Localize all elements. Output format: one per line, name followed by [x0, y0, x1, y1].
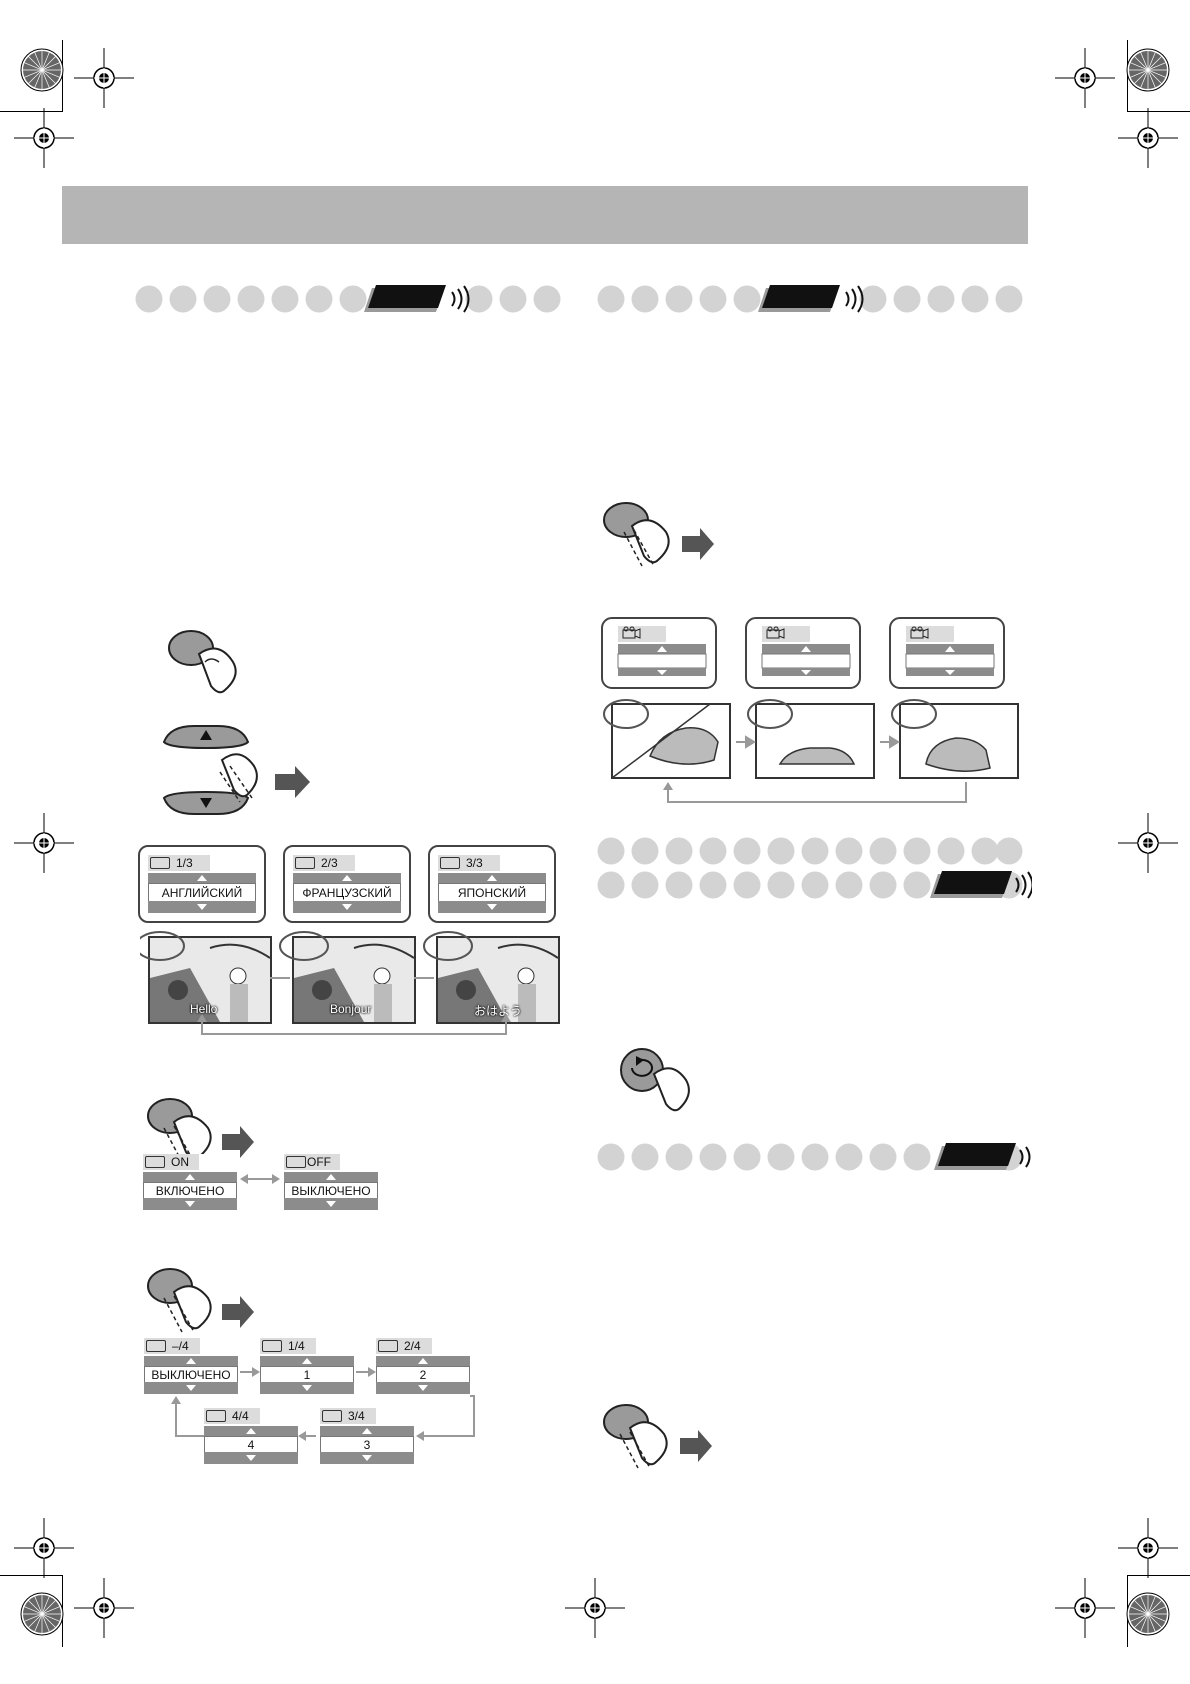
osd-panel: 1/3 АНГЛИЙСКИЙ	[148, 855, 256, 913]
osd-counter: 2/4	[376, 1338, 432, 1354]
subtitle-icon	[322, 1409, 342, 1422]
press-button-icon-right	[603, 502, 714, 567]
section-bar-right-top	[597, 285, 1023, 313]
section-bar-left-top	[135, 285, 561, 313]
camera-icon	[622, 626, 641, 639]
osd-bubble-3: 3/3 ЯПОНСКИЙ	[428, 845, 556, 923]
subtitle-icon	[262, 1339, 282, 1352]
subtitle-icon	[440, 856, 460, 869]
osd-counter: 3/4	[320, 1408, 376, 1424]
osd-panel: 3/3 ЯПОНСКИЙ	[438, 855, 546, 913]
camera-icon	[766, 626, 785, 639]
osd-language: ФРАНЦУЗСКИЙ	[293, 883, 401, 903]
angle-diagram	[601, 617, 1019, 803]
osd-bubble-2: 2/3 ФРАНЦУЗСКИЙ	[283, 845, 411, 923]
osd-language: АНГЛИЙСКИЙ	[148, 883, 256, 903]
scene-image-1: Hello	[148, 936, 272, 1024]
osd-subtitle-off: OFF ВЫКЛЮЧЕНО	[284, 1154, 378, 1210]
osd-counter: 1/4	[260, 1338, 316, 1354]
subtitle-icon	[146, 1339, 166, 1352]
press-button-icon-lower2	[147, 1268, 254, 1333]
remote-icon	[930, 871, 1032, 899]
scene-image-2: Bonjour	[292, 936, 416, 1024]
osd-counter: 3/3	[438, 855, 500, 871]
press-button-icon-bottom	[603, 1404, 712, 1469]
subtitle-icon	[295, 856, 315, 869]
osd-cycle-1: 1/4 1	[260, 1338, 354, 1394]
subtitle-icon	[286, 1155, 306, 1168]
header-bar	[62, 186, 1028, 244]
camera-icon	[910, 626, 929, 639]
osd-value: ВЫКЛЮЧЕНО	[284, 1182, 378, 1200]
osd-counter: ON	[143, 1154, 199, 1170]
remote-icon	[934, 1143, 1031, 1170]
remote-icon	[758, 285, 864, 313]
subtitle-caption: おはよう	[474, 1004, 523, 1018]
osd-cycle-off: –/4 ВЫКЛЮЧЕНО	[144, 1338, 238, 1394]
osd-cycle-3: 3/4 3	[320, 1408, 414, 1464]
press-button-icon-lower	[147, 1098, 254, 1163]
return-button-icon	[620, 1048, 690, 1112]
section-bar-right-lower	[597, 1143, 1031, 1171]
subtitle-caption: Bonjour	[330, 1002, 372, 1016]
press-button-icon	[168, 630, 237, 694]
subtitle-icon	[206, 1409, 226, 1422]
scene-image-3: おはよう	[436, 936, 560, 1024]
osd-counter: 2/3	[293, 855, 355, 871]
up-down-buttons-icon	[162, 725, 310, 815]
osd-cycle-4: 4/4 4	[204, 1408, 298, 1464]
osd-counter: –/4	[144, 1338, 200, 1354]
osd-panel: 2/3 ФРАНЦУЗСКИЙ	[293, 855, 401, 913]
section-bar-right-middle	[597, 837, 1032, 899]
subtitle-icon	[150, 856, 170, 869]
osd-counter: OFF	[284, 1154, 340, 1170]
osd-cycle-2: 2/4 2	[376, 1338, 470, 1394]
remote-icon	[364, 285, 470, 313]
cycle-arrows	[171, 1367, 475, 1441]
subtitle-icon	[145, 1155, 165, 1168]
osd-subtitle-on: ON ВКЛЮЧЕНО	[143, 1154, 237, 1210]
toggle-arrow	[240, 1174, 280, 1184]
osd-counter: 4/4	[204, 1408, 260, 1424]
osd-counter: 1/3	[148, 855, 210, 871]
subtitle-icon	[378, 1339, 398, 1352]
subtitle-caption: Hello	[190, 1002, 218, 1016]
subtitle-cycle-arrows	[140, 931, 511, 1035]
osd-bubble-1: 1/3 АНГЛИЙСКИЙ	[138, 845, 266, 923]
